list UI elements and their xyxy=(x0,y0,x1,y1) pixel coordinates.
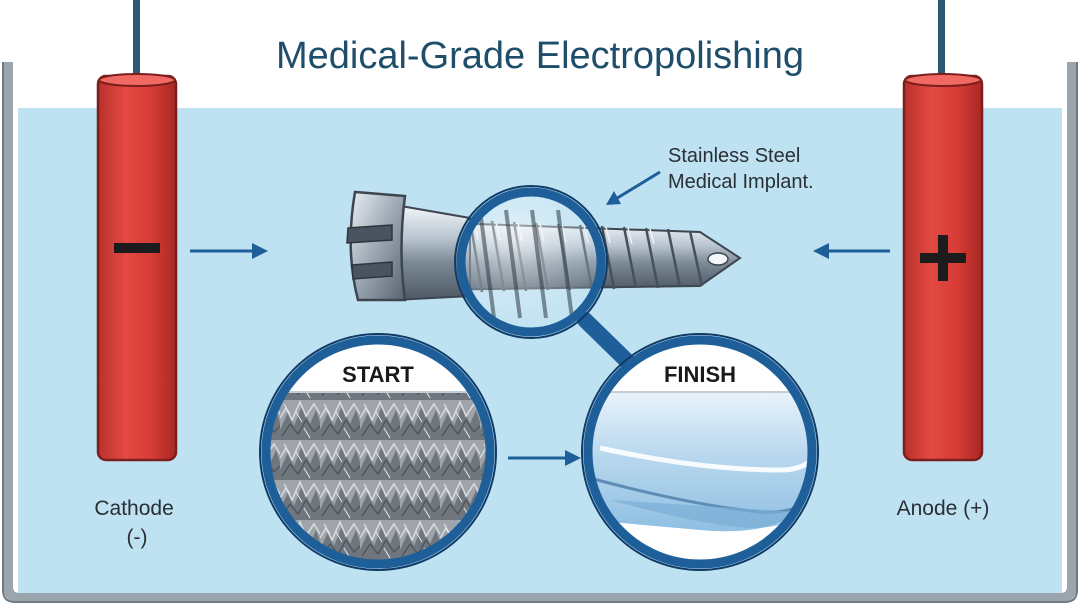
magnifier-icon xyxy=(454,185,636,370)
pointer-arrow-icon xyxy=(606,170,661,205)
polished-surface xyxy=(588,392,812,532)
tank-wall xyxy=(3,62,1077,603)
page-title: Medical-Grade Electropolishing xyxy=(276,35,804,77)
arrow-right-icon xyxy=(190,243,268,259)
cathode-wire xyxy=(133,0,140,80)
cathode-electrode xyxy=(96,73,178,462)
start-label: START xyxy=(342,362,414,387)
finish-surface-view: FINISH xyxy=(581,333,819,571)
implant-label: Stainless Steel Medical Implant. xyxy=(668,145,814,193)
finish-label: FINISH xyxy=(664,362,736,387)
minus-icon xyxy=(114,243,160,253)
magnifier-lens xyxy=(461,192,601,332)
plus-icon xyxy=(920,235,966,281)
anode-electrode xyxy=(902,73,984,462)
anode-label: Anode (+) xyxy=(897,497,990,520)
arrow-left-icon xyxy=(813,243,890,259)
cathode-label: Cathode (-) xyxy=(94,497,179,549)
anode-wire xyxy=(938,0,945,80)
process-arrow-icon xyxy=(508,450,581,466)
